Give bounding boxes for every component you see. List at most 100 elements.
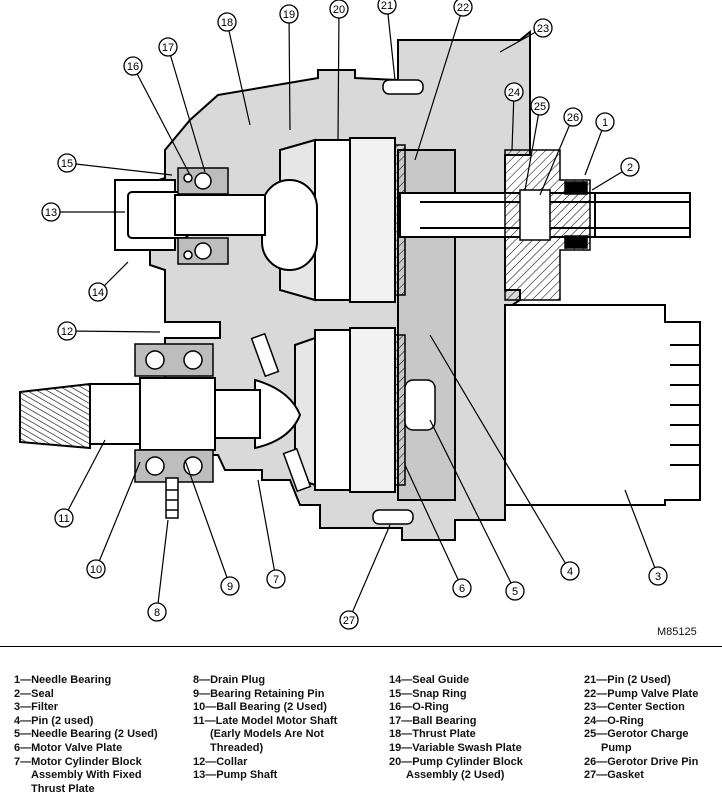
callout-number-25: 25 bbox=[534, 101, 546, 113]
callout-circle-22 bbox=[453, 0, 473, 17]
motor-shaft bbox=[19, 377, 261, 451]
leader-line-8 bbox=[156, 519, 169, 613]
legend-entry: 27—Gasket bbox=[584, 769, 644, 782]
callout-number-26: 26 bbox=[567, 112, 579, 124]
leader-line-22 bbox=[414, 6, 464, 161]
leader-line-17 bbox=[167, 46, 206, 173]
callout-circle-10 bbox=[86, 559, 106, 579]
upper-bearing bbox=[177, 167, 229, 265]
callout-number-4: 4 bbox=[567, 566, 573, 578]
callout-number-3: 3 bbox=[655, 571, 661, 583]
legend-entry-continuation: (Early Models Are Not bbox=[210, 728, 324, 741]
pump-cylinder-block bbox=[261, 137, 396, 303]
leader-line-9 bbox=[184, 459, 231, 587]
callout-number-14: 14 bbox=[92, 287, 104, 299]
callout-number-1: 1 bbox=[602, 117, 608, 129]
legend-entry: 10—Ball Bearing (2 Used) bbox=[193, 701, 327, 714]
legend-entry: 16—O-Ring bbox=[389, 701, 449, 714]
leader-line-24 bbox=[511, 91, 515, 151]
leader-line-26 bbox=[539, 116, 574, 196]
lower-bearings bbox=[134, 343, 214, 483]
callout-number-15: 15 bbox=[61, 158, 73, 170]
callout-number-13: 13 bbox=[45, 207, 57, 219]
callout-number-20: 20 bbox=[333, 4, 345, 16]
callout-number-21: 21 bbox=[381, 0, 393, 12]
legend-entry: 12—Collar bbox=[193, 755, 248, 768]
leader-line-16 bbox=[132, 65, 191, 176]
callout-circle-15 bbox=[57, 153, 77, 173]
callout-circle-26 bbox=[563, 107, 583, 127]
leader-line-12 bbox=[66, 330, 161, 333]
leader-line-27 bbox=[348, 524, 391, 621]
callout-circle-11 bbox=[54, 508, 74, 528]
leader-line-11 bbox=[63, 439, 106, 519]
leader-line-7 bbox=[257, 479, 277, 580]
motor-cylinder-block bbox=[254, 327, 396, 493]
leader-line-6 bbox=[404, 464, 463, 589]
callout-number-18: 18 bbox=[221, 17, 233, 29]
legend-entry: 9—Bearing Retaining Pin bbox=[193, 687, 325, 700]
callout-circle-19 bbox=[279, 4, 299, 24]
legend-entry-continuation: Assembly With Fixed bbox=[31, 769, 142, 782]
leader-line-20 bbox=[337, 8, 340, 141]
legend-entry: 20—Pump Cylinder Block bbox=[389, 755, 523, 768]
pins bbox=[250, 79, 436, 525]
callout-circle-12 bbox=[57, 321, 77, 341]
callout-number-27: 27 bbox=[343, 615, 355, 627]
callout-circle-4 bbox=[560, 561, 580, 581]
callout-number-23: 23 bbox=[537, 23, 549, 35]
callout-number-9: 9 bbox=[227, 581, 233, 593]
leader-line-3 bbox=[624, 489, 659, 577]
legend-entry: 3—Filter bbox=[14, 701, 59, 714]
callout-number-17: 17 bbox=[162, 42, 174, 54]
callout-number-19: 19 bbox=[283, 9, 295, 21]
leader-line-15 bbox=[66, 162, 173, 176]
callout-circle-5 bbox=[505, 581, 525, 601]
legend-entry: 7—Motor Cylinder Block bbox=[14, 755, 142, 768]
callout-circle-3 bbox=[648, 566, 668, 586]
legend-entry: 24—O-Ring bbox=[584, 714, 644, 727]
callout-circle-14 bbox=[88, 282, 108, 302]
callout-number-22: 22 bbox=[457, 2, 469, 14]
legend-entry: 13—Pump Shaft bbox=[193, 769, 278, 782]
callout-circle-21 bbox=[377, 0, 397, 15]
legend-entry: 18—Thrust Plate bbox=[389, 728, 476, 741]
callout-circle-9 bbox=[220, 576, 240, 596]
callout-circle-6 bbox=[452, 578, 472, 598]
callout-number-12: 12 bbox=[61, 326, 73, 338]
legend-entry-continuation: Thrust Plate bbox=[31, 782, 95, 795]
legend-entry: 17—Ball Bearing bbox=[389, 714, 477, 727]
callout-number-7: 7 bbox=[273, 574, 279, 586]
callout-circle-17 bbox=[158, 37, 178, 57]
legend-entry: 14—Seal Guide bbox=[389, 674, 470, 686]
callout-circle-1 bbox=[595, 112, 615, 132]
leader-line-19 bbox=[288, 13, 291, 131]
legend-entry: 5—Needle Bearing (2 Used) bbox=[14, 728, 158, 741]
callout-circle-13 bbox=[41, 202, 61, 222]
legend-entry: 25—Gerotor Charge bbox=[584, 728, 689, 741]
legend-entry-continuation: Threaded) bbox=[210, 741, 264, 754]
legend-entry: 6—Motor Valve Plate bbox=[14, 741, 123, 754]
legend-entry: 19—Variable Swash Plate bbox=[389, 741, 522, 754]
leader-line-21 bbox=[386, 4, 396, 81]
callout-circle-18 bbox=[217, 12, 237, 32]
legend-entry: 8—Drain Plug bbox=[193, 674, 266, 686]
legend-entry: 4—Pin (2 used) bbox=[14, 714, 94, 727]
hydrostatic-transmission-cross-section: 1234567891011121314151617181920212223242… bbox=[19, 0, 701, 630]
leader-line-25 bbox=[524, 105, 541, 191]
leader-line-5 bbox=[429, 419, 516, 592]
legend-entry: 22—Pump Valve Plate bbox=[584, 687, 699, 700]
legend-entry-continuation: Pump bbox=[601, 741, 632, 754]
legend-entry: 2—Seal bbox=[14, 687, 54, 700]
legend-entry: 11—Late Model Motor Shaft bbox=[193, 714, 338, 727]
callout-circle-27 bbox=[339, 610, 359, 630]
drain-plug bbox=[165, 477, 179, 519]
callout-circle-23 bbox=[533, 18, 553, 38]
callout-circle-24 bbox=[504, 82, 524, 102]
callout-number-8: 8 bbox=[154, 607, 160, 619]
legend-entry-continuation: Assembly (2 Used) bbox=[406, 769, 505, 782]
